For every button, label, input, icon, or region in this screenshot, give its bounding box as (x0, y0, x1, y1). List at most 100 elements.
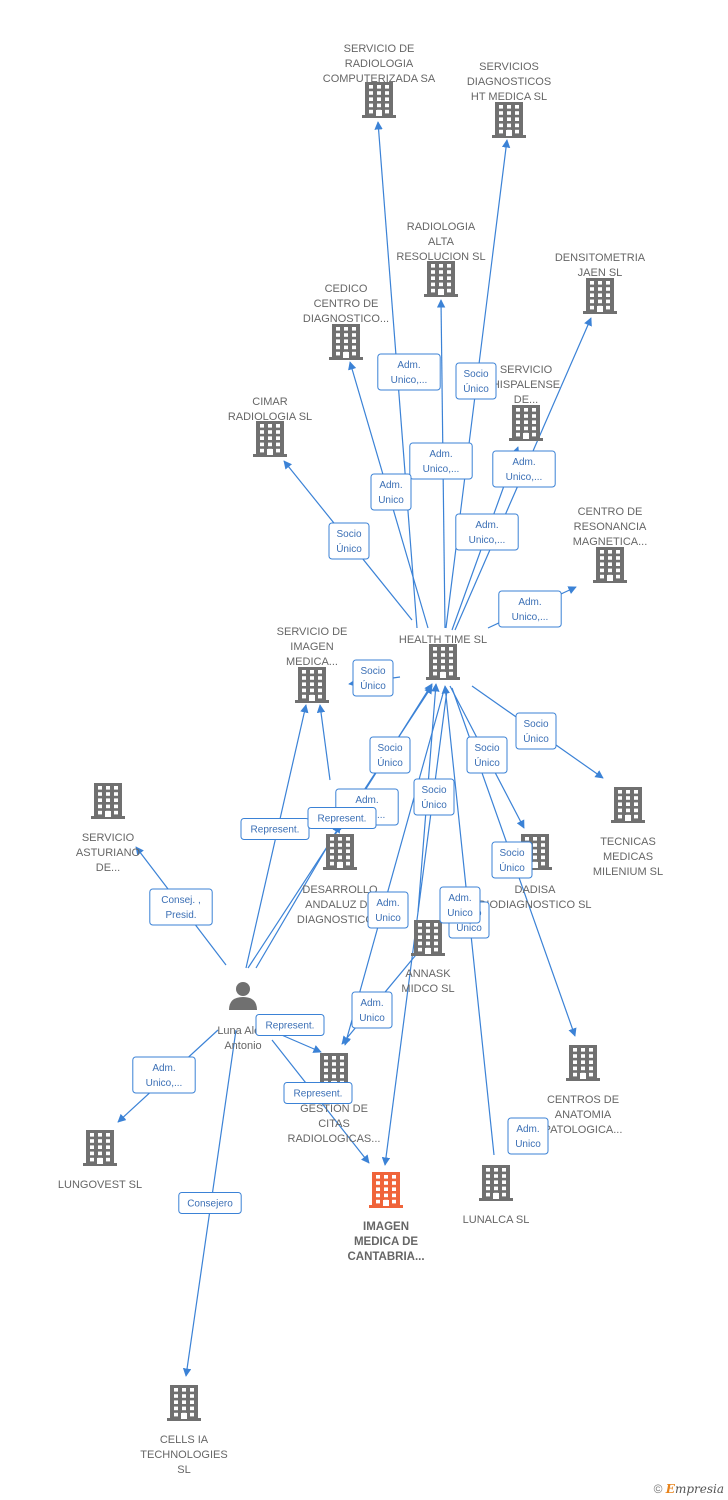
edge-label-text: Adm. (152, 1063, 175, 1074)
building-icon (83, 1130, 117, 1166)
edge-label-health_time-to-resonancia[interactable]: Adm.Unico,... (498, 590, 562, 628)
node-label: IMAGEN (363, 1221, 409, 1233)
building-icon (362, 82, 396, 118)
node-label: CENTRO DE (314, 298, 379, 310)
node-asturiano[interactable]: SERVICIOASTURIANODE... (76, 783, 141, 874)
edge-label-text: Socio (421, 785, 446, 796)
building-icon (167, 1385, 201, 1421)
edge-label-text: Adm. (518, 597, 541, 608)
edge-label-text: Unico (378, 495, 404, 506)
node-health_time[interactable]: HEALTH TIME SL (399, 634, 487, 680)
node-label: MIDCO SL (401, 983, 454, 995)
node-label: MILENIUM SL (593, 866, 663, 878)
edge-label-luna-to-lungovest[interactable]: Adm.Unico,... (132, 1056, 196, 1094)
edge-label-text: Socio (336, 529, 361, 540)
edge-label-luna-to-andaluz[interactable]: Represent. (307, 807, 377, 829)
node-label: SL (177, 1464, 190, 1476)
node-lunalca[interactable]: LUNALCA SL (463, 1165, 530, 1226)
edge-label-lunalca-to-health_time[interactable]: Adm.Unico (507, 1117, 549, 1155)
node-label: CEDICO (325, 283, 368, 295)
node-label: PATOLOGICA... (544, 1124, 623, 1136)
building-icon (253, 421, 287, 457)
node-tecnicas[interactable]: TECNICAS MEDICAS MILENIUM SL (593, 787, 663, 878)
edge-label-text: Único (377, 756, 403, 769)
node-label: Antonio (224, 1040, 261, 1052)
node-label: MEDICA... (286, 656, 338, 668)
edge-label-luna-to-cells[interactable]: Consejero (178, 1192, 242, 1214)
edge-label-box (178, 1192, 242, 1214)
building-icon (518, 834, 552, 870)
edge-label-text: Adm. (429, 449, 452, 460)
edge-label-luna-to-gestion[interactable]: Represent. (255, 1014, 325, 1036)
node-label: MEDICAS (603, 851, 653, 863)
edge-label-health_time-to-densitometria[interactable]: Adm.Unico,... (492, 450, 556, 488)
edge-label-box (507, 1117, 549, 1155)
node-hispalense[interactable]: SERVICIOHISPALENSEDE... (492, 364, 560, 441)
empresia-watermark[interactable]: © Empresia (654, 1482, 724, 1496)
node-anatomia[interactable]: CENTROS DEANATOMIAPATOLOGICA... (544, 1045, 623, 1136)
edge-label-health_time-to-hispalense[interactable]: Adm.Unico,... (455, 513, 519, 551)
edge-label-box (455, 513, 519, 551)
node-label: CANTABRIA... (347, 1251, 424, 1263)
building-icon (583, 278, 617, 314)
edge-label-box (413, 778, 455, 816)
edge-label-luna-to-cantabria[interactable]: Represent. (283, 1082, 353, 1104)
edge-label-box (439, 886, 481, 924)
edge-label-health_time-to-gestion[interactable]: Adm.Unico (351, 991, 393, 1029)
node-gestion[interactable]: GESTION DECITASRADIOLOGICAS... (288, 1053, 381, 1145)
node-resonancia[interactable]: CENTRO DERESONANCIAMAGNETICA... (573, 506, 648, 583)
edge-label-text: Único (456, 921, 482, 934)
edge-label-text: Unico,... (391, 375, 428, 386)
node-label: SERVICIO (82, 832, 135, 844)
edge-label-text: Adm. (516, 1124, 539, 1135)
node-label: TECNICAS (600, 836, 656, 848)
edge-label-text: Socio (474, 743, 499, 754)
edge-label-text: Socio (499, 848, 524, 859)
edge-label-text: Adm. (360, 998, 383, 1009)
edge-label-text: Represent. (251, 825, 300, 836)
edge-label-box (149, 888, 213, 926)
edge-label-box (370, 473, 412, 511)
node-lungovest[interactable]: LUNGOVEST SL (58, 1130, 142, 1191)
building-icon (479, 1165, 513, 1201)
edge-label-andaluz-to-imagen_servicio[interactable]: Adm.Unico (367, 891, 409, 929)
node-annask[interactable]: ANNASK MIDCO SL (401, 920, 455, 995)
edge-label-text: Socio (523, 719, 548, 730)
edge-label-text: Socio (377, 743, 402, 754)
node-label: SERVICIO DE (344, 43, 415, 55)
edge-label-text: Socio (463, 369, 488, 380)
node-label: CELLS IA (160, 1434, 209, 1446)
edge-label-text: Unico,... (469, 535, 506, 546)
node-label: ANNASK (405, 968, 451, 980)
edge-label-luna-to-imagen_servicio[interactable]: Represent. (240, 818, 310, 840)
edge-label-health_time-to-alta_resolucion[interactable]: Adm.Unico,... (409, 442, 473, 480)
building-icon (295, 667, 329, 703)
node-label: GESTION DE (300, 1103, 368, 1115)
edge-label-health_time-to-cedico[interactable]: Adm.Unico (370, 473, 412, 511)
edge-label-annask-to-gestion[interactable]: Adm.Unico (439, 886, 481, 924)
edge-label-luna-to-asturiano[interactable]: Consej. ,Presid. (149, 888, 213, 926)
node-imagen_servicio[interactable]: SERVICIO DEIMAGENMEDICA... (277, 626, 348, 703)
building-icon (323, 834, 357, 870)
edge-label-health_time-to-radiologia_comp[interactable]: Adm.Unico,... (377, 353, 441, 391)
